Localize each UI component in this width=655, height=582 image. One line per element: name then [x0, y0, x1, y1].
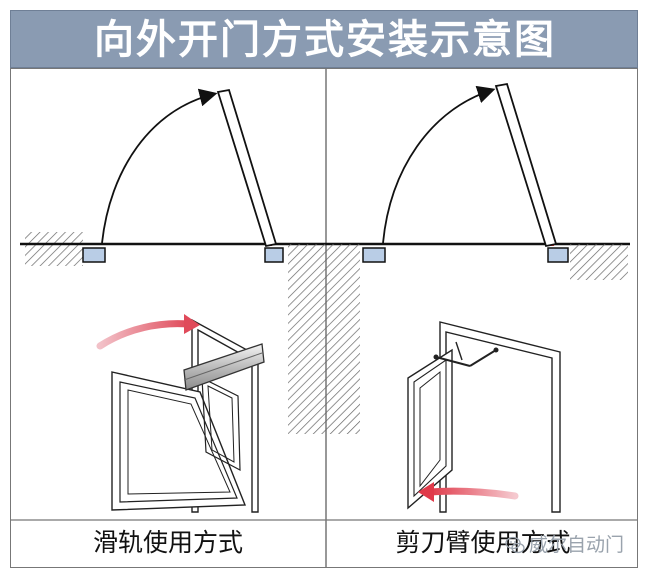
right-pivot-block-right [547, 247, 569, 263]
scissor-arm [435, 356, 471, 367]
right-pivot-block [362, 247, 386, 263]
right-door-leaf [494, 82, 558, 248]
caption-scissor-arm: 剪刀臂使用方式 [395, 528, 571, 557]
wechat-icon [505, 536, 525, 554]
left-pivot-block [82, 247, 106, 263]
left-open-door [111, 371, 247, 511]
left-motion-arrow [96, 320, 192, 350]
right-swing-arrow [382, 85, 496, 244]
right-open-door [407, 348, 453, 510]
caption-sliding-rail: 滑轨使用方式 [92, 528, 243, 557]
watermark: 威尔自动门 [505, 528, 624, 562]
title-bar: 向外开门方式安装示意图 [10, 10, 638, 68]
right-scissor-door-illustration [407, 321, 561, 513]
right-wall-hatch [570, 244, 628, 280]
left-plan-view [20, 88, 330, 266]
watermark-text: 威尔自动门 [529, 534, 625, 556]
left-door-leaf [216, 88, 278, 248]
left-pivot-block-right [264, 247, 284, 263]
left-wall-hatch [25, 232, 83, 266]
left-swing-arrow [101, 88, 218, 244]
panel-border [10, 68, 638, 568]
center-wall-hatch [288, 244, 360, 434]
right-plan-view [330, 82, 630, 280]
right-motion-arrow [426, 487, 519, 500]
diagram-title: 向外开门方式安装示意图 [94, 17, 556, 63]
sliding-rail [183, 343, 265, 391]
left-rail-door-illustration [96, 314, 265, 513]
